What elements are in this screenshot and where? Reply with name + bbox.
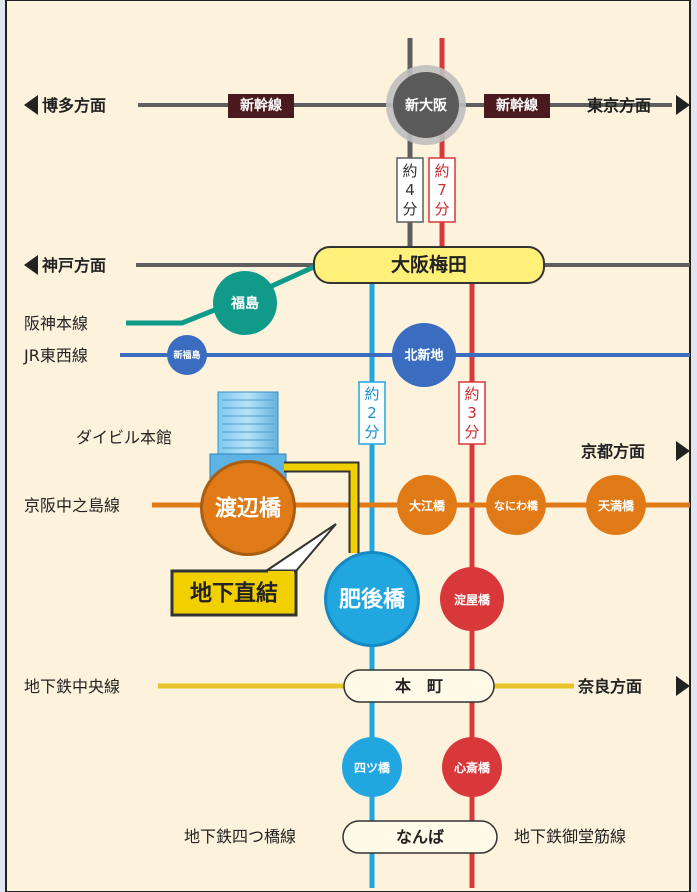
line-label-jr-tozai: JR東西線 [23,346,88,365]
svg-text:約: 約 [364,385,379,403]
station-shin-osaka[interactable]: 新大阪 [386,65,466,145]
direction-tokyo: 東京方面 [587,96,651,115]
station-yodoyabashi[interactable]: 淀屋橋 [440,567,504,631]
travel-time-blue: 約 2 分 [358,381,386,445]
arrow-right-icon [676,95,690,115]
station-temmabashi[interactable]: 天満橋 [586,475,646,535]
svg-text:大江橋: 大江橋 [409,498,446,513]
svg-text:北新地: 北新地 [404,348,443,364]
svg-text:約: 約 [434,162,449,180]
svg-text:渡辺橋: 渡辺橋 [215,496,282,522]
svg-text:4: 4 [405,181,415,199]
svg-text:福島: 福島 [230,295,259,312]
travel-time-gray: 約 4 分 [396,157,424,223]
direction-kyoto: 京都方面 [581,442,645,461]
svg-text:本 町: 本 町 [395,677,443,696]
station-higobashi[interactable]: 肥後橋 [324,551,420,647]
svg-text:2: 2 [367,404,377,422]
svg-text:7: 7 [437,181,447,199]
shinkansen-tag-right [484,94,550,118]
map-panel [6,0,690,892]
shinkansen-label-left: 新幹線 [240,97,282,114]
svg-text:天満橋: 天満橋 [598,498,635,513]
line-label-keihan: 京阪中之島線 [24,496,120,515]
building-label: ダイビル本館 [76,428,172,447]
arrow-right-icon [676,441,690,461]
svg-text:心斎橋: 心斎橋 [454,760,491,775]
arrow-left-icon [24,255,38,275]
connection-callout [170,569,298,617]
connection-label: 地下直結 [190,581,278,607]
svg-text:3: 3 [467,404,477,422]
station-watanabebashi[interactable]: 渡辺橋 [200,460,296,556]
line-label-hanshin: 阪神本線 [24,314,88,333]
direction-kobe: 神戸方面 [42,256,106,275]
station-yotsubashi[interactable]: 四ツ橋 [342,737,402,797]
svg-text:分: 分 [402,200,417,218]
svg-text:分: 分 [434,200,449,218]
svg-text:分: 分 [364,423,379,441]
station-oebashi[interactable]: 大江橋 [397,475,457,535]
station-osaka-umeda[interactable]: 大阪梅田 [313,246,545,284]
svg-text:新福島: 新福島 [173,349,200,361]
svg-text:約: 約 [402,162,417,180]
svg-text:四ツ橋: 四ツ橋 [354,760,391,775]
station-namba[interactable]: なんば [342,820,498,854]
direction-hakata: 博多方面 [42,96,106,115]
station-shinsaibashi[interactable]: 心斎橋 [442,737,502,797]
arrow-right-icon [676,676,690,696]
station-fukushima[interactable]: 福島 [213,271,277,335]
station-naniwabashi[interactable]: なにわ橋 [486,475,546,535]
shinkansen-tag-left [228,94,294,118]
svg-text:なんば: なんば [396,828,444,847]
travel-time-red-top: 約 7 分 [428,157,456,223]
station-shinfukushima[interactable]: 新福島 [167,335,207,375]
svg-text:大阪梅田: 大阪梅田 [391,253,467,276]
svg-text:分: 分 [464,423,479,441]
arrow-left-icon [24,95,38,115]
travel-time-red-mid: 約 3 分 [458,381,486,445]
svg-text:なにわ橋: なにわ橋 [494,499,539,513]
svg-text:約: 約 [464,385,479,403]
map-frame [5,0,691,892]
line-label-chuo: 地下鉄中央線 [24,677,120,696]
line-label-yotsubashi: 地下鉄四つ橋線 [184,827,296,846]
direction-nara: 奈良方面 [577,677,642,696]
svg-text:淀屋橋: 淀屋橋 [454,592,491,607]
station-honmachi[interactable]: 本 町 [343,669,495,703]
svg-text:肥後橋: 肥後橋 [339,587,406,613]
line-label-midosuji: 地下鉄御堂筋線 [514,827,626,846]
svg-text:新大阪: 新大阪 [405,97,448,114]
station-kitashinchi[interactable]: 北新地 [392,323,456,387]
shinkansen-label-right: 新幹線 [496,97,538,114]
connection-path [284,463,358,553]
